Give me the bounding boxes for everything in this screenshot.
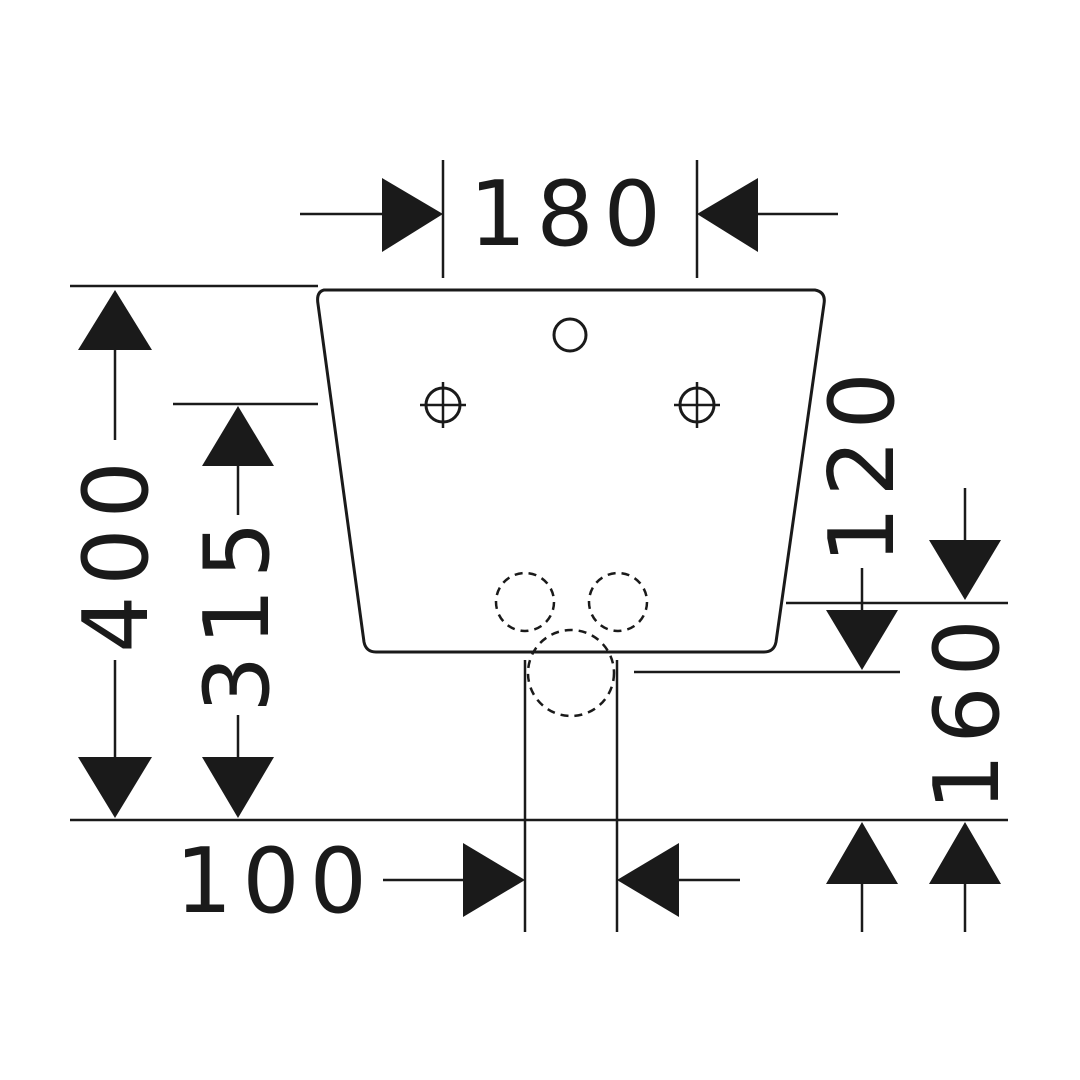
top-hole [552, 317, 588, 353]
dim-label-120: 120 [810, 362, 915, 564]
dim-315 [173, 402, 318, 818]
dim-160 [929, 488, 1001, 932]
mounting-hole-left [420, 382, 466, 428]
dashed-circle-drain [526, 628, 616, 718]
dashed-circle-left [494, 571, 556, 633]
dim-120 [634, 568, 1008, 932]
mounting-hole-right [674, 382, 720, 428]
dim-100 [383, 660, 740, 932]
dim-label-100: 100 [175, 829, 377, 934]
dim-180 [300, 160, 838, 278]
body-outline [316, 288, 826, 654]
dim-label-160: 160 [915, 609, 1020, 811]
dim-400 [70, 284, 318, 818]
dim-label-315: 315 [185, 511, 290, 713]
dim-label-180: 180 [469, 162, 671, 267]
dim-label-400: 400 [64, 451, 169, 653]
dashed-circle-right [587, 571, 649, 633]
